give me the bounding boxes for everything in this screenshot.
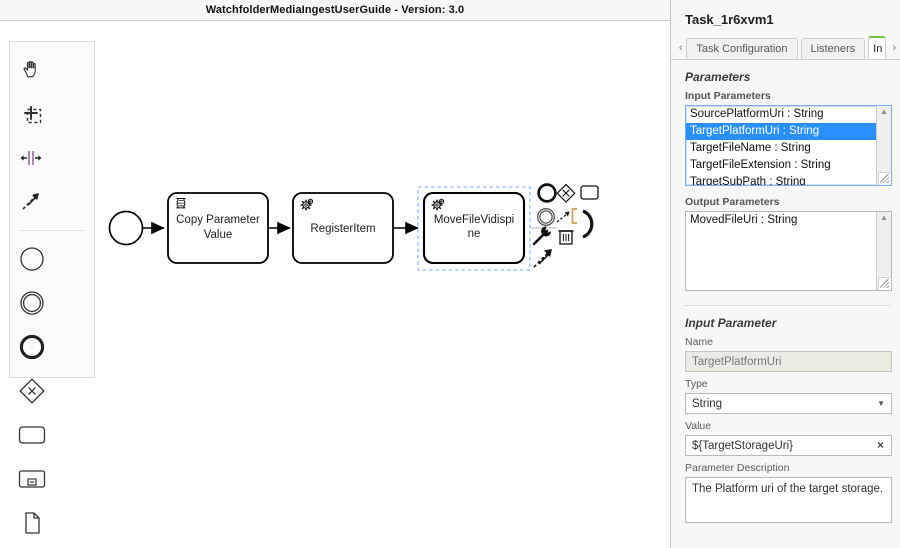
append-message-flow-icon[interactable] <box>533 249 552 268</box>
type-select-value: String <box>692 397 723 410</box>
service-task-icon <box>300 198 314 211</box>
scroll-up-icon[interactable]: ▲ <box>880 107 888 116</box>
delete-icon[interactable] <box>558 230 574 245</box>
section-divider <box>685 305 890 306</box>
connect-icon[interactable] <box>556 211 570 223</box>
type-field-row: String ▼ <box>685 393 892 414</box>
type-select[interactable]: String ▼ <box>685 393 892 414</box>
script-task-icon <box>176 198 186 209</box>
global-connect-tool-icon[interactable] <box>10 180 53 224</box>
data-object-icon[interactable] <box>10 501 53 545</box>
name-label: Name <box>685 336 714 348</box>
parameters-heading: Parameters <box>685 70 751 84</box>
list-item[interactable]: TargetFileName : String <box>690 142 811 154</box>
append-end-event-icon[interactable] <box>537 183 557 203</box>
window-title-bar: WatchfolderMediaIngestUserGuide - Versio… <box>0 0 670 21</box>
list-item[interactable]: TargetSubPath : String <box>690 176 806 186</box>
resize-grip[interactable] <box>878 172 891 185</box>
lasso-tool-icon[interactable] <box>10 92 53 136</box>
task-register-item-label: RegisterItem <box>310 223 375 235</box>
bpmn-diagram: Copy Parameter Value RegisterItem <box>108 183 599 271</box>
task-move-file-vidispine[interactable] <box>422 191 526 265</box>
scroll-up-icon[interactable]: ▲ <box>880 213 888 222</box>
properties-panel: Task_1r6xvm1 ‹ Task Configuration Listen… <box>670 0 900 548</box>
palette-divider <box>18 230 86 231</box>
task-move-file-vidispine-label-line1: MoveFileVidispi <box>434 214 514 226</box>
description-field-row <box>685 477 892 528</box>
list-item[interactable]: SourcePlatformUri : String <box>690 108 824 120</box>
tab-listeners[interactable]: Listeners <box>800 38 866 59</box>
output-parameters-listbox[interactable]: MovedFileUri : String ▲ ▼ <box>685 211 892 291</box>
task-copy-parameter-value-label-line2: Value <box>204 229 233 241</box>
description-label: Parameter Description <box>685 462 790 474</box>
name-input <box>685 351 892 372</box>
list-item-selected[interactable]: TargetPlatformUri : String <box>686 123 891 140</box>
panel-title: Task_1r6xvm1 <box>685 12 774 27</box>
tab-scroll-left-button[interactable]: ‹ <box>678 42 683 54</box>
tab-scroll-right-button[interactable]: › <box>892 42 897 54</box>
task-move-file-vidispine-label-line2: ne <box>468 228 481 240</box>
tab-task-configuration[interactable]: Task Configuration <box>686 38 798 59</box>
bpmn-palette <box>9 41 95 534</box>
append-gateway-icon[interactable] <box>556 183 576 203</box>
clear-value-button[interactable]: × <box>876 438 884 452</box>
input-parameter-heading: Input Parameter <box>685 316 777 330</box>
output-parameters-label: Output Parameters <box>685 196 780 208</box>
list-item[interactable]: TargetFileExtension : String <box>690 159 831 171</box>
input-parameters-label: Input Parameters <box>685 90 771 102</box>
end-event-icon[interactable] <box>10 325 53 369</box>
chevron-down-icon: ▼ <box>877 399 885 408</box>
input-parameters-list: SourcePlatformUri : String TargetPlatfor… <box>686 106 891 186</box>
subprocess-icon[interactable] <box>10 457 53 501</box>
value-label: Value <box>685 420 712 432</box>
window-title: WatchfolderMediaIngestUserGuide - Versio… <box>205 4 465 16</box>
append-task-icon[interactable] <box>580 185 599 200</box>
value-field-row: × <box>685 435 892 456</box>
intermediate-event-icon[interactable] <box>10 281 53 325</box>
list-item[interactable]: MovedFileUri : String <box>690 214 798 226</box>
context-pad <box>530 183 599 268</box>
panel-tabs: ‹ Task Configuration Listeners In › <box>671 35 900 60</box>
wrench-icon[interactable] <box>532 226 552 246</box>
palette-elements-group <box>10 237 94 548</box>
service-task-icon <box>431 198 445 211</box>
palette-tools-group <box>10 48 94 224</box>
description-textarea[interactable] <box>685 477 892 523</box>
name-field-row <box>685 351 892 372</box>
append-intermediate-event-icon[interactable] <box>537 208 555 226</box>
space-tool-icon[interactable] <box>10 136 53 180</box>
task-icon[interactable] <box>10 413 53 457</box>
resize-grip[interactable] <box>878 277 891 290</box>
task-copy-parameter-value[interactable] <box>167 192 269 264</box>
hand-tool-icon[interactable] <box>10 48 53 92</box>
bpmn-canvas[interactable]: Copy Parameter Value RegisterItem <box>0 21 670 548</box>
task-copy-parameter-value-label-line1: Copy Parameter <box>176 214 260 226</box>
value-input[interactable] <box>685 435 892 456</box>
output-parameters-list: MovedFileUri : String <box>686 212 891 229</box>
replace-icon[interactable] <box>582 209 594 239</box>
tab-input-output[interactable]: In <box>868 36 886 59</box>
gateway-icon[interactable] <box>10 369 53 413</box>
start-event-icon[interactable] <box>10 237 53 281</box>
panel-body: Parameters Input Parameters SourcePlatfo… <box>671 60 900 528</box>
start-event-shape[interactable] <box>108 210 144 246</box>
input-parameters-listbox[interactable]: SourcePlatformUri : String TargetPlatfor… <box>685 105 892 186</box>
type-label: Type <box>685 378 708 390</box>
append-text-annotation-icon[interactable] <box>571 208 578 224</box>
